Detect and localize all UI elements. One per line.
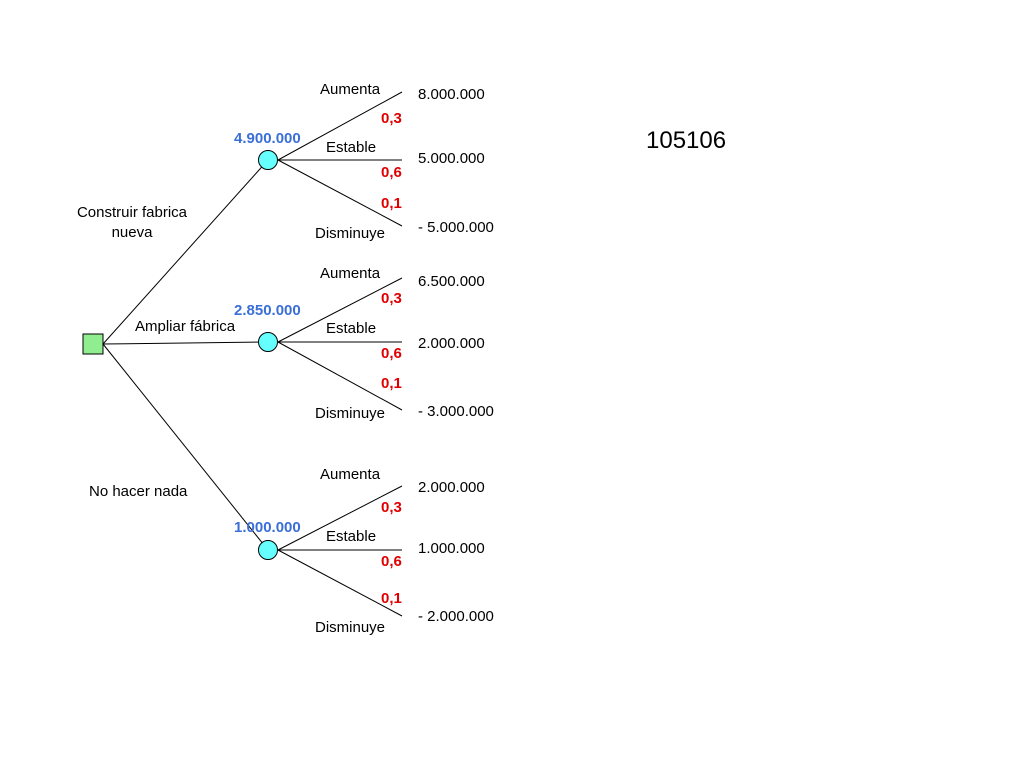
outcome-line-1-disminuye: [277, 159, 403, 227]
outcome-line-2-aumenta: [277, 277, 403, 343]
payoff-1-estable: 5.000.000: [418, 150, 485, 167]
payoff-1-aumenta: 8.000.000: [418, 86, 485, 103]
probability-1-estable: 0,6: [381, 164, 402, 181]
outcome-label-1-estable: Estable: [326, 139, 377, 156]
outcome-label-2-estable: Estable: [326, 320, 377, 337]
probability-2-disminuye: 0,1: [381, 375, 402, 392]
chance-node-1: [258, 150, 278, 170]
outcome-line-2-disminuye: [277, 341, 403, 411]
option-label-construir: Construir fabrica nueva: [76, 204, 188, 241]
branch-ampliar: [102, 341, 269, 345]
probability-3-disminuye: 0,1: [381, 590, 402, 607]
payoff-1-disminuye: - 5.000.000: [418, 219, 494, 236]
probability-2-estable: 0,6: [381, 345, 402, 362]
expected-value-2: 2.850.000: [234, 302, 301, 319]
outcome-label-3-disminuye: Disminuye: [315, 619, 386, 636]
corner-number: 105106: [646, 127, 727, 154]
option-label-ampliar: Ampliar fábrica: [135, 318, 236, 335]
payoff-3-disminuye: - 2.000.000: [418, 608, 494, 625]
outcome-line-3-disminuye: [277, 549, 403, 617]
payoff-2-disminuye: - 3.000.000: [418, 403, 494, 420]
payoff-2-estable: 2.000.000: [418, 335, 485, 352]
branch-construir: [102, 159, 269, 345]
outcome-label-1-aumenta: Aumenta: [320, 81, 381, 98]
decision-node: [82, 333, 104, 355]
probability-2-aumenta: 0,3: [381, 290, 402, 307]
payoff-3-estable: 1.000.000: [418, 540, 485, 557]
outcome-line-3-aumenta: [277, 485, 403, 551]
outcome-label-3-aumenta: Aumenta: [320, 466, 381, 483]
payoff-2-aumenta: 6.500.000: [418, 273, 485, 290]
outcome-label-3-estable: Estable: [326, 528, 377, 545]
outcome-label-1-disminuye: Disminuye: [315, 225, 386, 242]
outcome-line-1-aumenta: [277, 91, 403, 161]
outcome-label-2-disminuye: Disminuye: [315, 405, 386, 422]
probability-3-estable: 0,6: [381, 553, 402, 570]
payoff-3-aumenta: 2.000.000: [418, 479, 485, 496]
probability-3-aumenta: 0,3: [381, 499, 402, 516]
chance-node-2: [258, 332, 278, 352]
branch-no-hacer: [102, 343, 269, 551]
option-label-no-hacer: No hacer nada: [89, 483, 188, 500]
probability-1-aumenta: 0,3: [381, 110, 402, 127]
chance-node-3: [258, 540, 278, 560]
probability-1-disminuye: 0,1: [381, 195, 402, 212]
expected-value-3: 1.000.000: [234, 519, 301, 536]
expected-value-1: 4.900.000: [234, 130, 301, 147]
outcome-label-2-aumenta: Aumenta: [320, 265, 381, 282]
